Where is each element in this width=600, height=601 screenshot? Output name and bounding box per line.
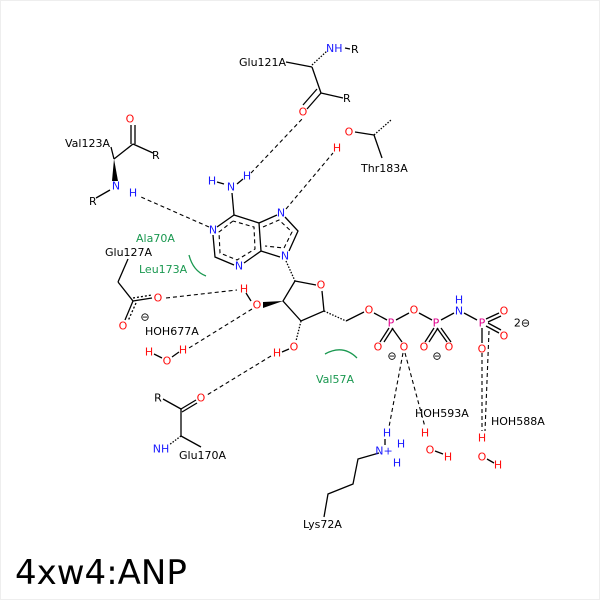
charge-label: ⊖ xyxy=(387,350,396,363)
atom-label: O xyxy=(253,299,262,312)
residue-glu121: Glu121A NH R R O xyxy=(239,42,359,119)
atom-label: H xyxy=(397,438,405,451)
adenine-ring: N H H N N N N xyxy=(208,170,299,282)
atom-label: N xyxy=(227,181,235,194)
atom-label: R xyxy=(351,43,359,56)
atom-label: H xyxy=(383,427,391,440)
atom-label: R xyxy=(152,149,160,162)
atom-label: H xyxy=(333,142,341,155)
atom-label: H xyxy=(494,459,502,472)
residue-label: HOH593A xyxy=(415,407,469,420)
atom-label: O xyxy=(197,392,206,405)
atom-label: O xyxy=(500,305,509,318)
atom-label: O xyxy=(426,444,435,457)
hydrophobic-arc xyxy=(188,254,207,277)
atom-label: N+ xyxy=(375,445,392,458)
hydrophobic-arc xyxy=(324,349,358,359)
residue-glu170: R O NH Glu170A xyxy=(153,392,227,463)
hydrophobic-label: Ala70A xyxy=(136,232,175,245)
atom-label: N xyxy=(112,180,120,193)
atom-label: H xyxy=(129,187,137,200)
atom-label: P xyxy=(388,317,395,330)
residue-label: Lys72A xyxy=(303,518,342,531)
atom-label: O xyxy=(445,341,454,354)
atom-label: R xyxy=(154,392,162,405)
charge-label: ⊖ xyxy=(432,350,441,363)
residue-label: Glu127A xyxy=(105,246,153,259)
residue-label: Glu170A xyxy=(179,449,227,462)
atom-label: P xyxy=(433,317,440,330)
atom-label: O xyxy=(420,341,429,354)
hydrophobic-contacts: Ala70A Leu173A Val57A xyxy=(136,232,358,386)
atom-label: R xyxy=(343,92,351,105)
atom-label: N xyxy=(235,260,243,273)
atom-label: O xyxy=(400,341,409,354)
water-hoh677: HOH677A H O H xyxy=(145,325,199,368)
hydrogen-bonds xyxy=(140,117,490,432)
residue-lys72: Lys72A N+ H H H xyxy=(303,427,405,532)
atom-label: N xyxy=(277,207,285,220)
hydrophobic-label: Leu173A xyxy=(139,263,188,276)
atom-label: H xyxy=(273,347,281,360)
atom-label: N xyxy=(209,224,217,237)
residue-val123: Val123A O R N H R xyxy=(65,113,160,209)
atom-label: O xyxy=(299,106,308,119)
phosphate-chain: O P O P N H P O O O O O O O ⊖ ⊖ 2⊖ xyxy=(365,294,530,363)
atom-label: N xyxy=(281,250,289,263)
atom-label: O xyxy=(126,113,135,126)
charge-label: 2⊖ xyxy=(514,317,530,330)
atom-label: H xyxy=(478,432,486,445)
atom-label: O xyxy=(365,304,374,317)
atom-label: O xyxy=(290,341,299,354)
atom-label: NH xyxy=(326,42,343,55)
atom-label: O xyxy=(410,304,419,317)
atom-label: H xyxy=(421,427,429,440)
residue-label: HOH588A xyxy=(491,415,545,428)
atom-label: H xyxy=(208,175,216,188)
atom-label: O xyxy=(478,343,487,356)
atom-label: H xyxy=(145,346,153,359)
residue-label: Val123A xyxy=(65,137,110,150)
atom-label: O xyxy=(500,330,509,343)
charge-label: ⊖ xyxy=(140,311,149,324)
atom-label: O xyxy=(119,320,128,333)
atom-label: O xyxy=(478,451,487,464)
residue-glu127: Glu127A O O ⊖ xyxy=(105,246,163,333)
atom-label: P xyxy=(479,317,486,330)
atom-label: O xyxy=(163,355,172,368)
atom-label: H xyxy=(179,344,187,357)
residue-label: Glu121A xyxy=(239,56,287,69)
atom-label: O xyxy=(345,126,354,139)
atom-label: O xyxy=(154,292,163,305)
atom-label: O xyxy=(374,341,383,354)
water-hoh588: HOH588A H O H xyxy=(478,415,546,472)
hydrophobic-label: Val57A xyxy=(316,373,354,386)
diagram-title: 4xw4:ANP xyxy=(15,553,187,593)
atom-label: O xyxy=(317,279,326,292)
ribose-ring: O O H O H xyxy=(240,279,365,360)
residue-label: Thr183A xyxy=(360,162,408,175)
atom-label: N xyxy=(455,305,463,318)
atom-label: H xyxy=(444,451,452,464)
atom-label: H xyxy=(393,457,401,470)
atom-label: H xyxy=(240,283,248,296)
residue-label: HOH677A xyxy=(145,325,199,338)
atom-label: R xyxy=(89,195,97,208)
atom-label: H xyxy=(455,294,463,307)
atom-label: H xyxy=(243,170,251,183)
residue-thr183: O H Thr183A xyxy=(333,119,408,175)
atom-label: NH xyxy=(153,443,170,456)
water-hoh593: HOH593A H O H xyxy=(415,407,469,464)
